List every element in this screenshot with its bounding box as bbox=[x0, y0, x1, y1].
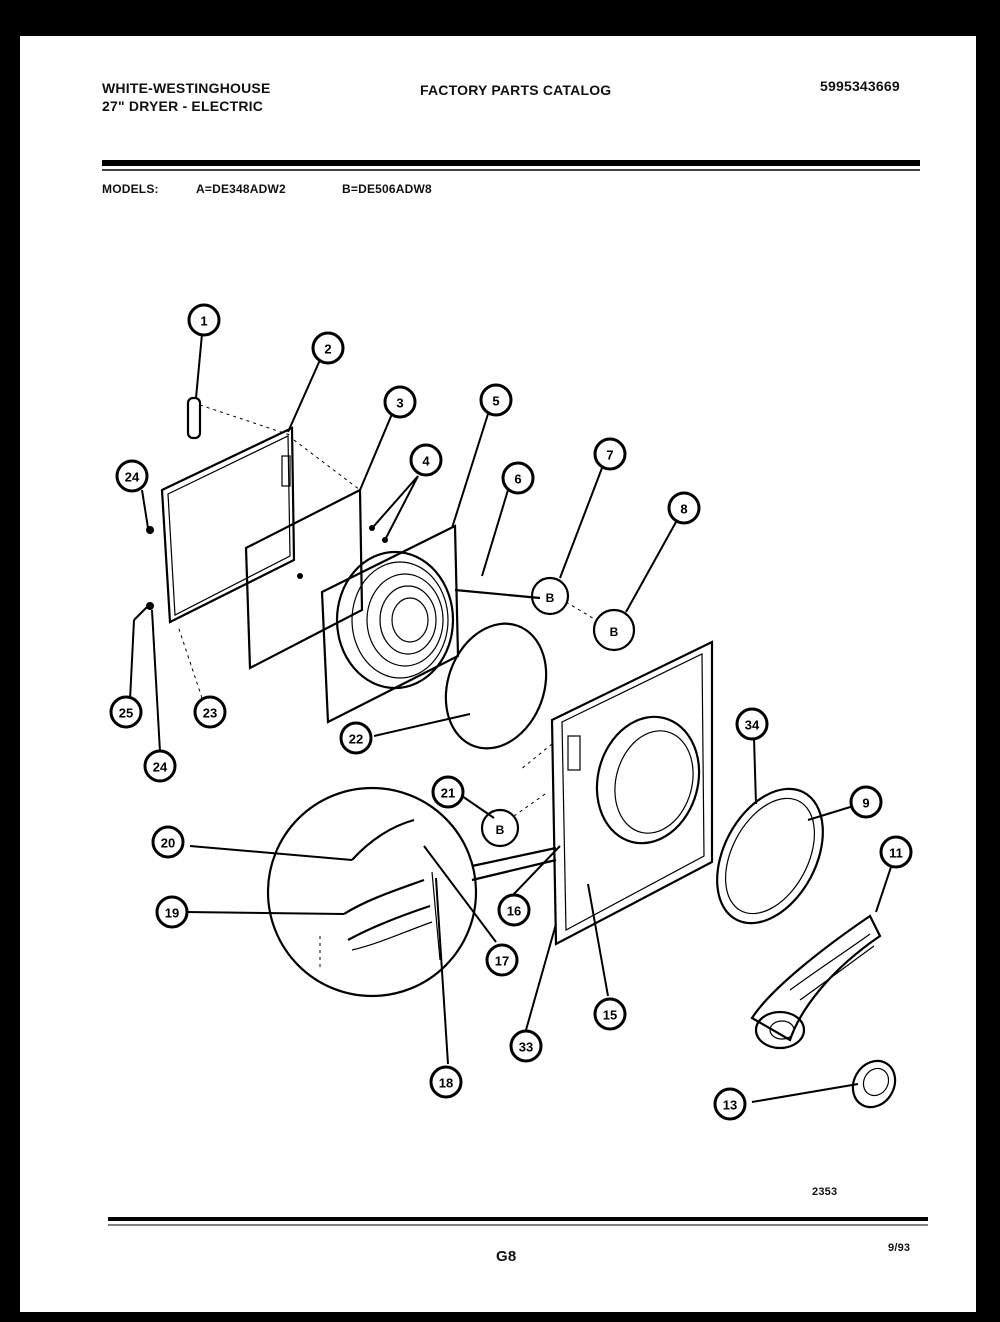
callout-24: 24 bbox=[143, 749, 177, 783]
hinge-parts: B B B bbox=[454, 576, 636, 848]
callout-label: 11 bbox=[889, 846, 903, 861]
callout-label: 9 bbox=[862, 796, 869, 811]
catalog-number: 5995343669 bbox=[820, 78, 900, 94]
front-panel bbox=[550, 640, 714, 946]
callout-4: 4 bbox=[409, 443, 443, 477]
drawing-number: 2353 bbox=[812, 1186, 838, 1198]
callout-label: 7 bbox=[606, 448, 613, 463]
callout-25: 25 bbox=[109, 695, 143, 729]
bushing-part bbox=[851, 1059, 897, 1109]
svg-text:B: B bbox=[496, 823, 505, 837]
callout-label: 24 bbox=[125, 470, 140, 485]
callout-label: 13 bbox=[723, 1098, 737, 1113]
svg-text:B: B bbox=[610, 625, 619, 639]
model-a: A=DE348ADW2 bbox=[196, 182, 286, 196]
callout-label: 34 bbox=[745, 718, 760, 733]
door-handle-part bbox=[186, 396, 291, 440]
callout-label: 5 bbox=[492, 394, 499, 409]
callout-label: 6 bbox=[514, 472, 521, 487]
callout-22: 22 bbox=[339, 721, 373, 755]
callout-24: 24 bbox=[115, 459, 149, 493]
callout-label: 16 bbox=[507, 904, 521, 919]
callout-23: 23 bbox=[193, 695, 227, 729]
callout-7: 7 bbox=[593, 437, 627, 471]
callout-label: 8 bbox=[680, 502, 687, 517]
page-number: G8 bbox=[496, 1248, 517, 1265]
detail-view-circle bbox=[266, 786, 557, 998]
callout-21: 21 bbox=[431, 775, 465, 809]
callout-16: 16 bbox=[497, 893, 531, 927]
callout-label: 17 bbox=[495, 954, 509, 969]
callout-6: 6 bbox=[501, 461, 535, 495]
callout-33: 33 bbox=[509, 1029, 543, 1063]
callout-19: 19 bbox=[155, 895, 189, 929]
callout-label: 3 bbox=[396, 396, 403, 411]
callout-8: 8 bbox=[667, 491, 701, 525]
callout-5: 5 bbox=[479, 383, 513, 417]
callout-34: 34 bbox=[735, 707, 769, 741]
callout-label: 22 bbox=[349, 732, 363, 747]
inner-door-sheet bbox=[244, 439, 364, 670]
catalog-title: FACTORY PARTS CATALOG bbox=[420, 82, 612, 98]
door-gasket-ring bbox=[444, 622, 548, 750]
door-screws bbox=[369, 525, 388, 543]
callout-label: 25 bbox=[119, 706, 133, 721]
callout-2: 2 bbox=[311, 331, 345, 365]
leader-lines bbox=[129, 333, 893, 1103]
callout-20: 20 bbox=[151, 825, 185, 859]
callout-13: 13 bbox=[713, 1087, 747, 1121]
callout-9: 9 bbox=[849, 785, 883, 819]
callout-label: 15 bbox=[603, 1008, 617, 1023]
callout-label: 4 bbox=[422, 454, 430, 469]
callout-label: 20 bbox=[161, 836, 175, 851]
front-seal-ring bbox=[716, 787, 824, 925]
door-switch-bracket bbox=[750, 914, 882, 1050]
footer-rule bbox=[108, 1217, 928, 1221]
product-text: 27" DRYER - ELECTRIC bbox=[102, 98, 264, 114]
callout-17: 17 bbox=[485, 943, 519, 977]
svg-text:B: B bbox=[546, 591, 555, 605]
callout-label: 18 bbox=[439, 1076, 453, 1091]
callout-label: 24 bbox=[153, 760, 168, 775]
callout-15: 15 bbox=[593, 997, 627, 1031]
callout-11: 11 bbox=[879, 835, 913, 869]
callout-label: 23 bbox=[203, 706, 217, 721]
model-b: B=DE506ADW8 bbox=[342, 182, 432, 196]
callout-label: 2 bbox=[324, 342, 331, 357]
callout-3: 3 bbox=[383, 385, 417, 419]
brand-text: WHITE-WESTINGHOUSE bbox=[102, 80, 271, 96]
callout-1: 1 bbox=[187, 303, 221, 337]
header-rule bbox=[102, 160, 920, 166]
outer-door-panel bbox=[160, 426, 296, 624]
callout-label: 21 bbox=[441, 786, 455, 801]
callout-18: 18 bbox=[429, 1065, 463, 1099]
models-label: MODELS: bbox=[102, 182, 159, 196]
page-date: 9/93 bbox=[888, 1242, 911, 1254]
catalog-page bbox=[20, 36, 976, 1312]
door-liner bbox=[320, 524, 460, 724]
callout-label: 19 bbox=[165, 906, 179, 921]
callout-label: 33 bbox=[519, 1040, 533, 1055]
callout-label: 1 bbox=[200, 314, 207, 329]
